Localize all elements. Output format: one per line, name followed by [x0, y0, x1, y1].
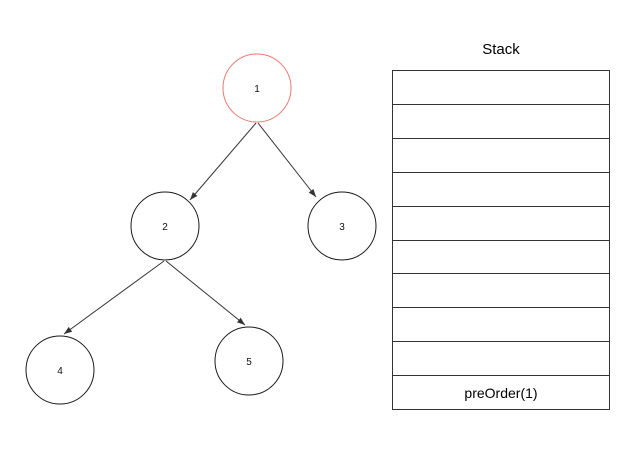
edge-1-3 — [257, 122, 317, 198]
tree-node-5: 5 — [214, 326, 284, 396]
stack-cell-0 — [393, 71, 609, 105]
tree-node-3: 3 — [307, 191, 377, 261]
tree-node-1: 1 — [222, 53, 292, 123]
stack-cell-8 — [393, 342, 609, 377]
tree-node-2: 2 — [130, 191, 200, 261]
stack-title: Stack — [482, 41, 520, 58]
tree-node-3-label: 3 — [339, 222, 345, 233]
edge-1-2 — [189, 122, 257, 201]
edge-2-4 — [63, 260, 165, 335]
stack-cell-2 — [393, 139, 609, 173]
stack-cell-1 — [393, 105, 609, 139]
tree-node-4-label: 4 — [57, 366, 63, 377]
stack-cell-5 — [393, 241, 609, 275]
tree-node-2-label: 2 — [162, 222, 168, 233]
binary-tree-diagram: 1 2 3 4 5 — [25, 53, 377, 405]
stack-cell-4 — [393, 207, 609, 241]
stack-cell-9: preOrder(1) — [464, 384, 538, 401]
tree-node-1-label: 1 — [254, 84, 260, 95]
tree-node-3-circle — [307, 191, 377, 261]
stack-cell-3 — [393, 173, 609, 207]
call-stack: preOrder(1) — [392, 70, 610, 410]
tree-node-4: 4 — [25, 335, 95, 405]
tree-node-1-circle — [222, 53, 292, 123]
stack-cell-6 — [393, 274, 609, 309]
tree-node-2-circle — [130, 191, 200, 261]
tree-node-4-circle — [25, 335, 95, 405]
tree-node-5-circle — [214, 326, 284, 396]
edge-2-5 — [165, 260, 246, 326]
stack-cell-7 — [393, 308, 609, 343]
tree-node-5-label: 5 — [246, 357, 252, 368]
